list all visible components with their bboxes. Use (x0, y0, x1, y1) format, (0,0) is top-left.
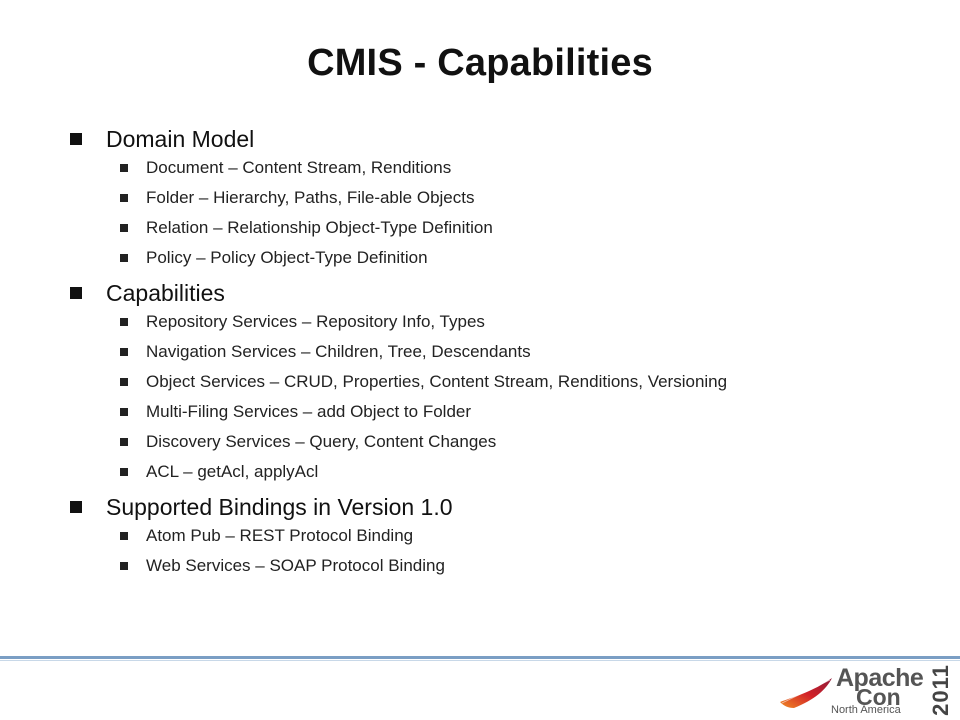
square-bullet-icon (120, 164, 128, 172)
section-capabilities: Capabilities Repository Services – Repos… (70, 278, 910, 482)
square-bullet-icon (120, 532, 128, 540)
section-heading: Domain Model (106, 126, 255, 152)
feather-icon (780, 678, 832, 708)
sub-item-text: ACL – getAcl, applyAcl (146, 462, 319, 481)
square-bullet-icon (120, 194, 128, 202)
sub-bullet-item: Policy – Policy Object-Type Definition (120, 248, 910, 268)
square-bullet-icon (120, 318, 128, 326)
square-bullet-icon (120, 254, 128, 262)
section-heading: Supported Bindings in Version 1.0 (106, 494, 453, 520)
section-bindings: Supported Bindings in Version 1.0 Atom P… (70, 492, 910, 576)
sub-list: Repository Services – Repository Info, T… (120, 312, 910, 482)
sub-item-text: Web Services – SOAP Protocol Binding (146, 556, 445, 575)
logo-word-con: Con (856, 684, 901, 710)
sub-item-text: Object Services – CRUD, Properties, Cont… (146, 372, 728, 391)
square-bullet-icon (70, 133, 82, 145)
sub-item-text: Discovery Services – Query, Content Chan… (146, 432, 497, 451)
logo-year-text: 2011 (928, 664, 954, 716)
sub-list: Atom Pub – REST Protocol Binding Web Ser… (120, 526, 910, 576)
square-bullet-icon (120, 562, 128, 570)
footer-divider-light (0, 660, 960, 661)
footer-divider (0, 656, 960, 659)
logo-word-apache: Apache (836, 664, 924, 692)
bullet-item: Domain Model (70, 124, 910, 154)
square-bullet-icon (70, 287, 82, 299)
sub-bullet-item: Folder – Hierarchy, Paths, File-able Obj… (120, 188, 910, 208)
sub-bullet-item: Document – Content Stream, Renditions (120, 158, 910, 178)
square-bullet-icon (70, 501, 82, 513)
sub-item-text: Folder – Hierarchy, Paths, File-able Obj… (146, 188, 475, 207)
slide-content: Domain Model Document – Content Stream, … (70, 118, 910, 586)
section-domain-model: Domain Model Document – Content Stream, … (70, 124, 910, 268)
logo-year: 2011 (928, 662, 954, 718)
sub-bullet-item: Discovery Services – Query, Content Chan… (120, 432, 910, 452)
bullet-item: Supported Bindings in Version 1.0 (70, 492, 910, 522)
sub-bullet-item: Object Services – CRUD, Properties, Cont… (120, 372, 910, 392)
square-bullet-icon (120, 378, 128, 386)
sub-item-text: Navigation Services – Children, Tree, De… (146, 342, 531, 361)
apachecon-logo: Apache Con North America 2011 (776, 662, 956, 718)
sub-bullet-item: Multi-Filing Services – add Object to Fo… (120, 402, 910, 422)
sub-item-text: Document – Content Stream, Renditions (146, 158, 452, 177)
sub-item-text: Repository Services – Repository Info, T… (146, 312, 485, 331)
square-bullet-icon (120, 224, 128, 232)
sub-bullet-item: Atom Pub – REST Protocol Binding (120, 526, 910, 546)
bullet-item: Capabilities (70, 278, 910, 308)
sub-item-text: Policy – Policy Object-Type Definition (146, 248, 428, 267)
sub-bullet-item: Repository Services – Repository Info, T… (120, 312, 910, 332)
sub-item-text: Atom Pub – REST Protocol Binding (146, 526, 414, 545)
sub-bullet-item: ACL – getAcl, applyAcl (120, 462, 910, 482)
sub-list: Document – Content Stream, Renditions Fo… (120, 158, 910, 268)
sub-bullet-item: Relation – Relationship Object-Type Defi… (120, 218, 910, 238)
slide-title: CMIS - Capabilities (307, 42, 653, 84)
sub-item-text: Multi-Filing Services – add Object to Fo… (146, 402, 472, 421)
sub-bullet-item: Navigation Services – Children, Tree, De… (120, 342, 910, 362)
logo-region: North America (831, 704, 901, 716)
square-bullet-icon (120, 408, 128, 416)
sub-item-text: Relation – Relationship Object-Type Defi… (146, 218, 493, 237)
square-bullet-icon (120, 348, 128, 356)
sub-bullet-item: Web Services – SOAP Protocol Binding (120, 556, 910, 576)
section-heading: Capabilities (106, 280, 225, 306)
square-bullet-icon (120, 468, 128, 476)
square-bullet-icon (120, 438, 128, 446)
